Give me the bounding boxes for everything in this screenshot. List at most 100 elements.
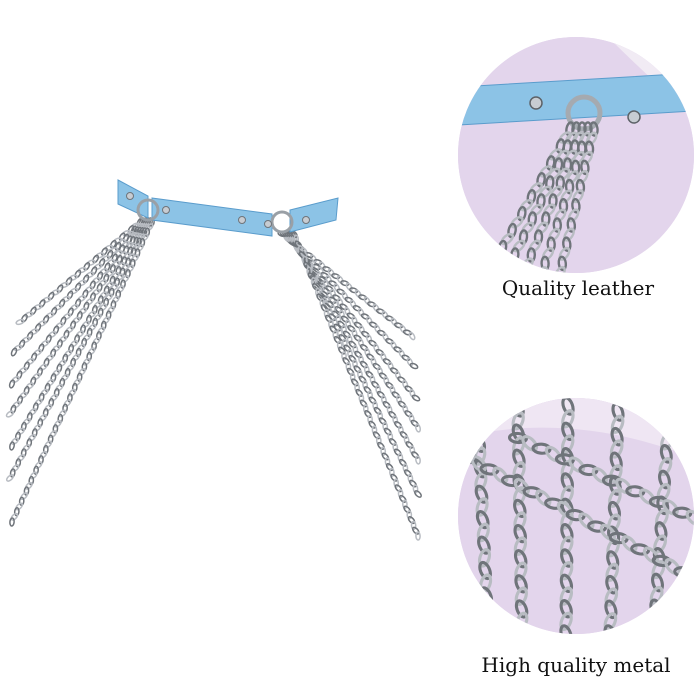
chain-link [22,444,31,452]
chain-link [513,549,528,569]
chain-link [73,378,82,387]
chain-link [367,414,373,425]
chain-link [512,435,526,456]
chain-link [685,509,694,527]
chain-link [56,363,63,373]
chain-link [26,412,33,422]
chain-link [560,535,574,555]
chain-link [109,264,116,274]
chain-link [139,237,146,248]
chain-link [384,457,391,467]
chain-link [31,428,38,438]
chain-link [372,431,381,440]
chain-link [353,321,363,329]
chain-link [685,569,694,587]
chain-link [346,334,353,345]
chain-link [554,265,566,273]
chain-link [15,318,25,326]
chain-link [545,175,555,191]
chain-link [605,562,620,582]
chain-link [385,381,394,390]
chain-link [101,255,111,262]
chain-link [507,222,517,239]
chain-link [354,382,360,393]
left-chain-strands [5,217,155,527]
chain-link [74,282,82,292]
chain-link [345,319,352,329]
chain-link [44,440,53,449]
chain-link [320,304,329,313]
chain-link [9,441,15,451]
chain-link [542,246,555,261]
chain-link [361,330,370,338]
chain-link [91,288,101,296]
chain-link [336,340,343,351]
chain-link [625,485,646,498]
chain-link [103,273,110,283]
chain-link [392,442,399,452]
chain-link [544,445,562,463]
chain-link [74,298,82,308]
chain-link [533,229,544,245]
chain-link [584,140,595,156]
chain-link [403,469,412,478]
chain-link [26,438,33,448]
chain-link [387,361,394,371]
chain-link [513,478,530,496]
chain-link [60,316,67,326]
chain-link [658,457,673,477]
chain-link [384,315,395,322]
chain-link [72,316,81,324]
chain-link [18,496,25,507]
chain-link [75,347,82,358]
chain-link [375,348,385,356]
chain-link [98,279,108,287]
chain-link [403,435,410,445]
chain-link [327,268,335,278]
chain-link [52,325,60,335]
chain-link [408,331,416,341]
chain-link [44,382,51,393]
chain-link [611,402,625,422]
chain-link [65,326,74,334]
chain-link [402,499,408,509]
chain-link [638,488,656,506]
chain-link [59,377,66,388]
caption-quality-leather: Quality leather [501,276,655,300]
chain-link [110,300,117,310]
chain-link [481,624,495,634]
chain-link [63,399,72,407]
chain-link [85,314,92,325]
chain-link [111,253,118,263]
chain-link [306,266,313,276]
chain-link [382,401,391,409]
chain-link [471,408,485,428]
chain-link [44,403,53,412]
chain-link [77,266,87,274]
chain-link [27,433,37,442]
chain-link [30,352,38,362]
chain-link [111,295,120,304]
chain-link [351,315,358,326]
chain-link [351,378,359,387]
chain-link [567,208,580,223]
chain-link [360,313,370,320]
chain-link [102,316,111,325]
chain-link [93,301,102,309]
chain-link [556,500,574,518]
chain-link [342,357,351,366]
chain-link [22,417,31,426]
chain-link [610,414,625,434]
chain-link [414,423,422,433]
chain-link [383,376,390,386]
chain-link [382,332,389,342]
chain-link [607,500,621,521]
chain-link [512,486,527,506]
chain-link [77,279,87,287]
chain-link [352,344,359,355]
chain-link [89,292,96,302]
chain-link [81,337,88,348]
chain-link [20,448,27,458]
chain-link [403,505,411,514]
chain-link [100,320,107,331]
